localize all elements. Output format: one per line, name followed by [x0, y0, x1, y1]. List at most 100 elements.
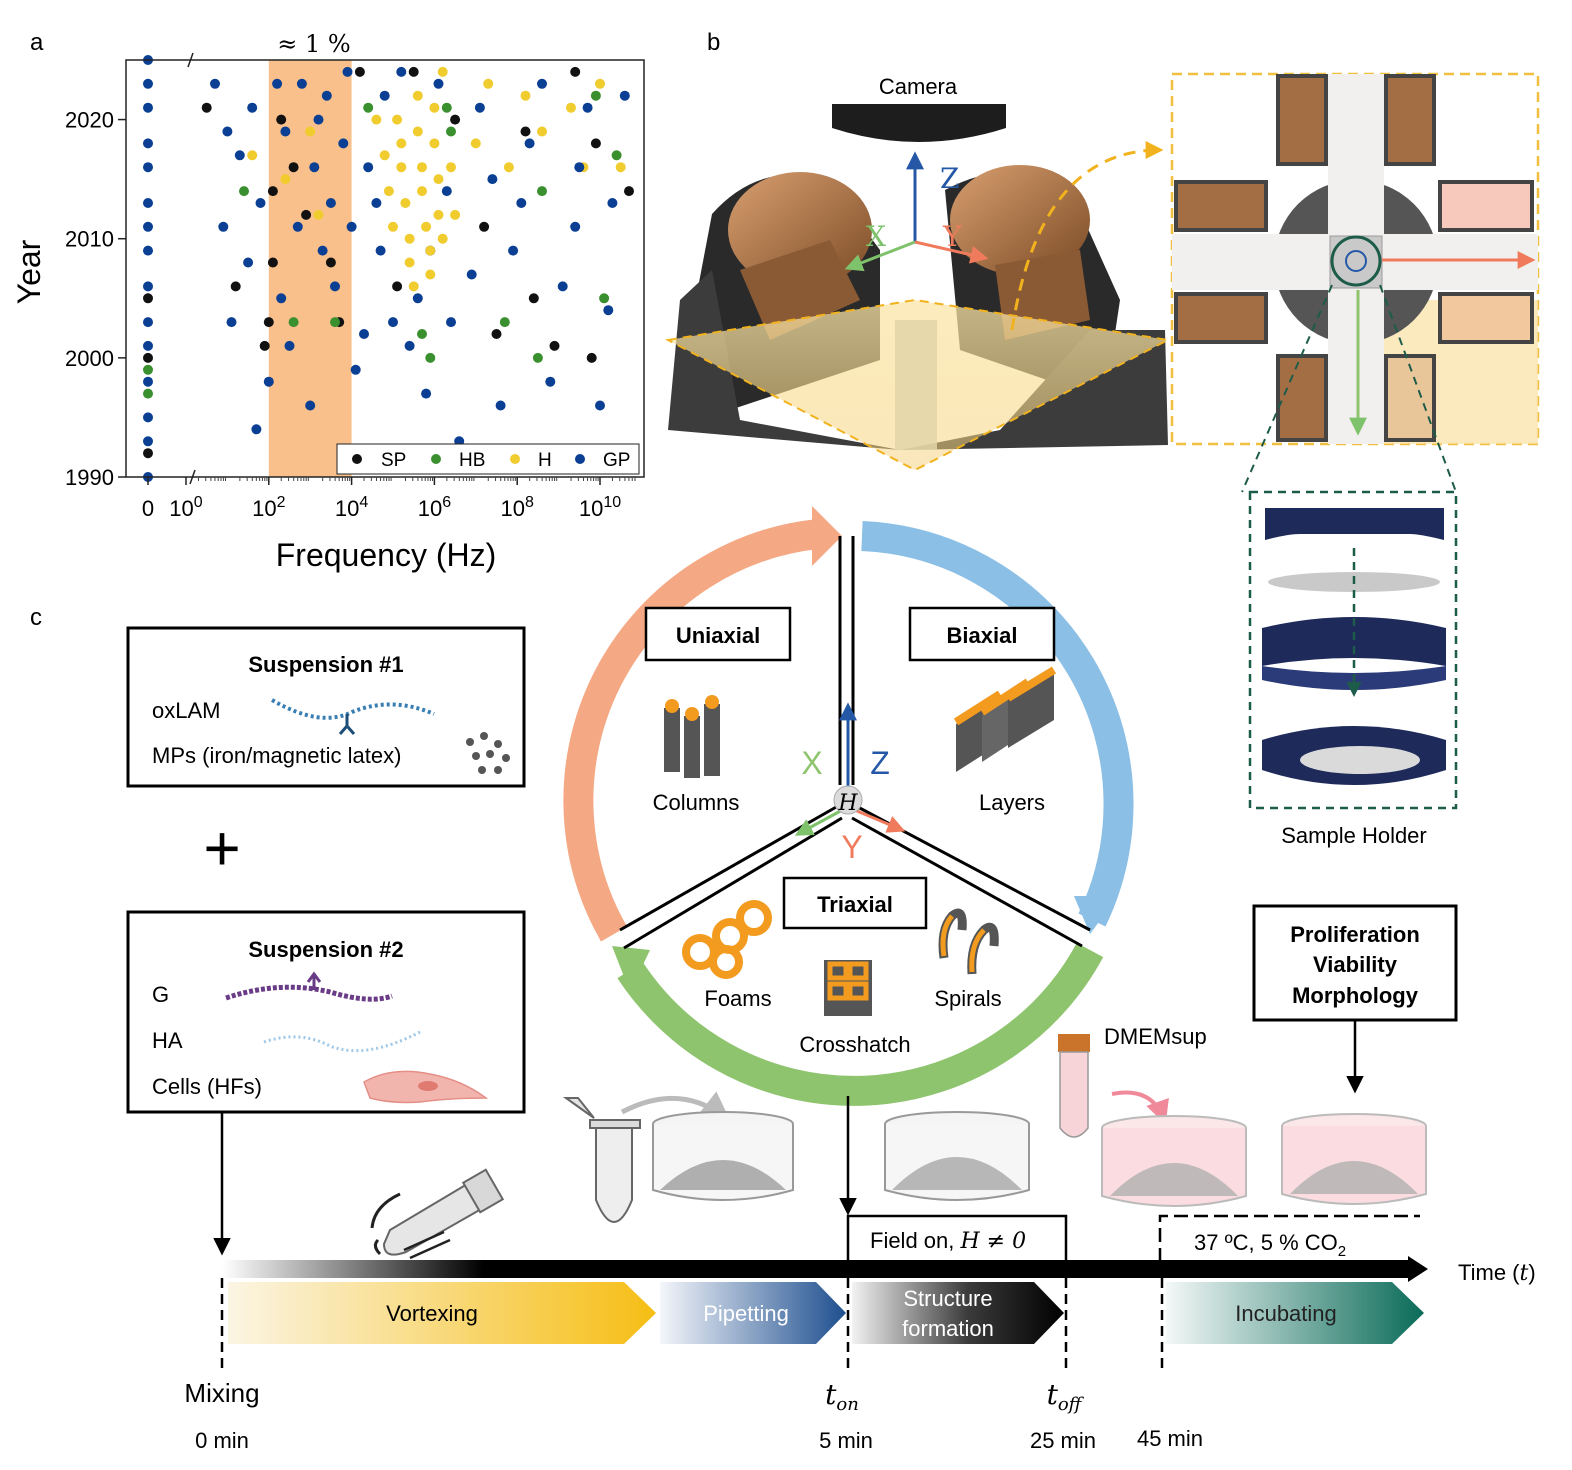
point-sp [549, 340, 560, 351]
point-gp [284, 340, 295, 351]
point-gp [487, 174, 498, 185]
point-gp [421, 388, 432, 399]
point-gp [234, 150, 245, 161]
spirals-structure [938, 908, 999, 975]
point-gp [545, 376, 556, 387]
point-hb [599, 293, 610, 304]
magnetic-particles [466, 732, 510, 774]
legend-h-marker [510, 454, 520, 464]
holder-assembled-inner [1300, 746, 1420, 774]
time-axis-label: Time (t) [1458, 1260, 1536, 1286]
point-gp [143, 245, 153, 256]
point-hb [330, 317, 340, 328]
point-h [400, 198, 411, 208]
cycle-arc-uniaxial [563, 519, 820, 942]
point-sp [143, 293, 153, 304]
point-sp [325, 257, 336, 268]
marker-mixing-time: 0 min [195, 1428, 249, 1453]
holder-ring-middle [1262, 617, 1446, 666]
point-hb [441, 102, 452, 113]
sample-dot [1345, 250, 1367, 272]
columns-label: Columns [653, 790, 740, 815]
coil-right-s [1438, 292, 1534, 344]
point-sp [570, 66, 581, 77]
point-gp [222, 126, 233, 137]
point-gp [143, 317, 153, 328]
triaxial-label: Triaxial [817, 892, 893, 917]
point-hb [363, 102, 374, 113]
point-h [520, 90, 531, 101]
point-h [425, 245, 436, 256]
legend-gp-marker [575, 454, 585, 464]
field-on-label: Field on, H ≠ 0 [870, 1228, 1026, 1254]
point-gp [321, 90, 332, 101]
point-gp [143, 376, 153, 387]
point-sp [624, 186, 634, 197]
x-tick-label: 108 [501, 494, 534, 521]
biaxial-label: Biaxial [947, 623, 1018, 648]
foams-structure [682, 900, 772, 979]
stage-structure [852, 1282, 1064, 1344]
point-h [417, 186, 427, 197]
point-h [425, 269, 436, 280]
sample-holder-label: Sample Holder [1281, 823, 1427, 848]
point-hb [143, 364, 153, 375]
stage-incubating-label: Incubating [1235, 1301, 1337, 1326]
x-tick-label: 1010 [579, 494, 621, 521]
point-gp [582, 102, 593, 113]
legend-h-label: H [538, 450, 552, 471]
coil-face-left [740, 240, 860, 340]
plus-sign: + [203, 812, 240, 884]
point-gp [359, 329, 369, 339]
point-h [446, 162, 456, 173]
holder-ring-top [1265, 508, 1444, 540]
point-h [305, 126, 316, 137]
point-h [412, 90, 423, 101]
assay-viability: Viability [1313, 952, 1398, 977]
point-gp [379, 90, 390, 101]
layers-structure [953, 666, 1057, 772]
cycle-arrowhead-biaxial [1074, 896, 1118, 934]
x-tick-label: 100 [169, 494, 202, 521]
point-gp [243, 257, 254, 268]
point-sp [408, 66, 419, 77]
marker-45-time: 45 min [1137, 1426, 1203, 1451]
point-h [537, 126, 547, 137]
assay-proliferation: Proliferation [1290, 922, 1420, 947]
cycle-arc-biaxial [861, 521, 1134, 927]
point-h [483, 78, 494, 89]
point-gp [143, 281, 153, 292]
point-gp [272, 78, 283, 89]
point-gp [280, 126, 291, 137]
point-gp [595, 400, 605, 411]
oxlam-branch [338, 714, 356, 735]
stage-pipetting [660, 1282, 846, 1344]
center-axis-x [794, 806, 847, 836]
point-gp [508, 245, 519, 256]
point-sp [491, 329, 502, 339]
uniaxial-label: Uniaxial [676, 623, 760, 648]
coil-bottom-w [1276, 354, 1328, 442]
gelatin-molecule [225, 984, 393, 1002]
point-gp [516, 198, 527, 208]
point-gp [433, 78, 444, 89]
point-h [437, 233, 448, 244]
point-gp [524, 138, 535, 149]
point-h [450, 209, 461, 220]
point-h [470, 138, 481, 149]
point-sp [288, 162, 299, 173]
incubation-bracket [1158, 1214, 1420, 1262]
point-hb [425, 352, 436, 363]
point-h [503, 162, 514, 173]
spirals-label: Spirals [934, 986, 1001, 1011]
suspension-1-title: Suspension #1 [248, 652, 403, 677]
marker-toff-time: 25 min [1030, 1428, 1096, 1453]
point-sp [479, 221, 490, 232]
point-sp [263, 317, 274, 328]
eppendorf-tube-icon [562, 1091, 731, 1223]
coil-top-ne [1384, 74, 1436, 166]
point-sp [520, 126, 531, 137]
point-sp [201, 102, 212, 113]
